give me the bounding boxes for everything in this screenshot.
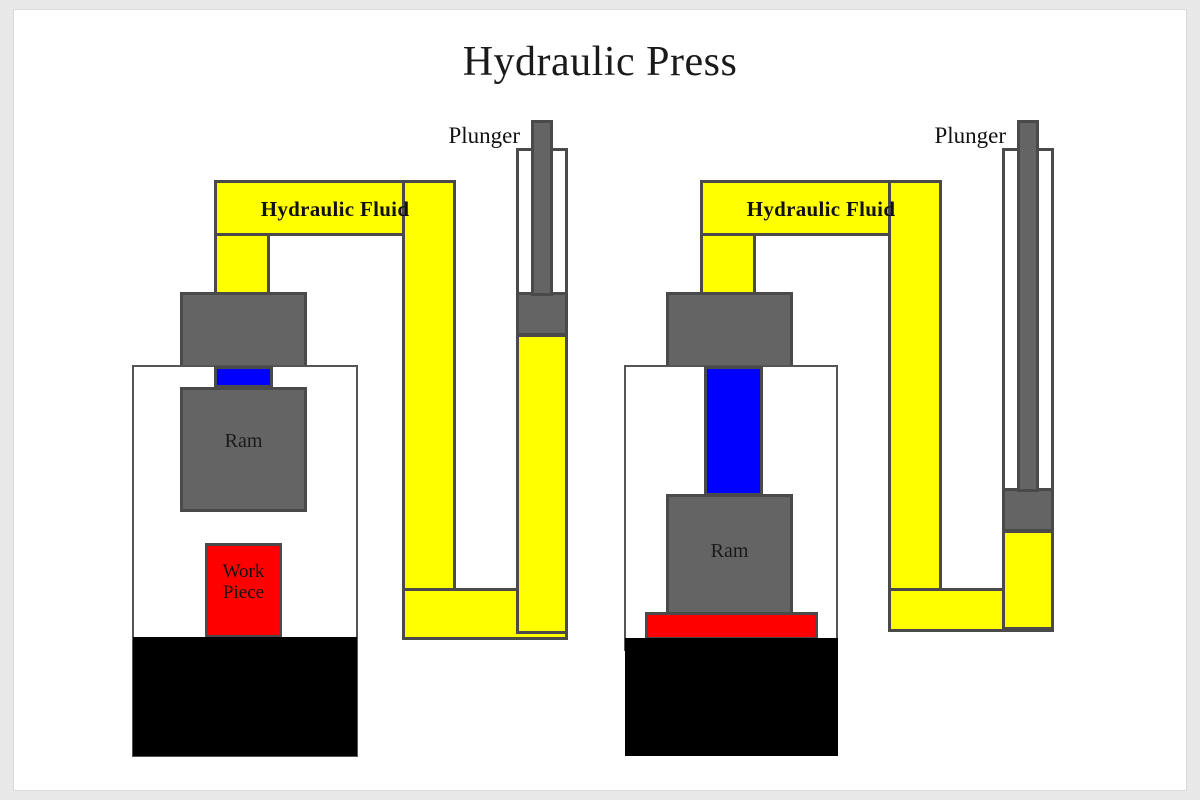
left-piston-rod — [214, 366, 273, 388]
page-title: Hydraulic Press — [462, 39, 738, 85]
right-fluid-right-leg — [888, 180, 942, 632]
left-hydraulic-fluid-label: Hydraulic Fluid — [260, 197, 410, 221]
left-ram — [180, 387, 307, 512]
left-cylinder-head — [180, 292, 307, 368]
left-base — [133, 637, 357, 756]
right-cylinder-head — [666, 292, 793, 368]
left-plunger-piston-head — [516, 292, 568, 336]
right-piston-rod — [704, 366, 763, 496]
left-work-piece — [205, 543, 282, 638]
left-ram-label: Ram — [224, 430, 263, 452]
right-ram — [666, 494, 793, 616]
right-plunger-rod — [1017, 120, 1039, 492]
left-work-piece-label: Work Piece — [222, 561, 265, 604]
right-hydraulic-fluid-label: Hydraulic Fluid — [746, 197, 896, 221]
right-ram-label: Ram — [710, 540, 749, 562]
left-fluid-plunger-leg — [516, 334, 568, 634]
right-plunger-piston-head — [1002, 488, 1054, 532]
right-fluid-plunger-leg — [1002, 530, 1054, 630]
left-plunger-label: Plunger — [448, 123, 520, 148]
right-plunger-label: Plunger — [934, 123, 1006, 148]
left-fluid-right-leg — [402, 180, 456, 640]
right-work-piece — [645, 612, 818, 640]
right-base — [625, 638, 838, 756]
left-plunger-rod — [531, 120, 553, 296]
